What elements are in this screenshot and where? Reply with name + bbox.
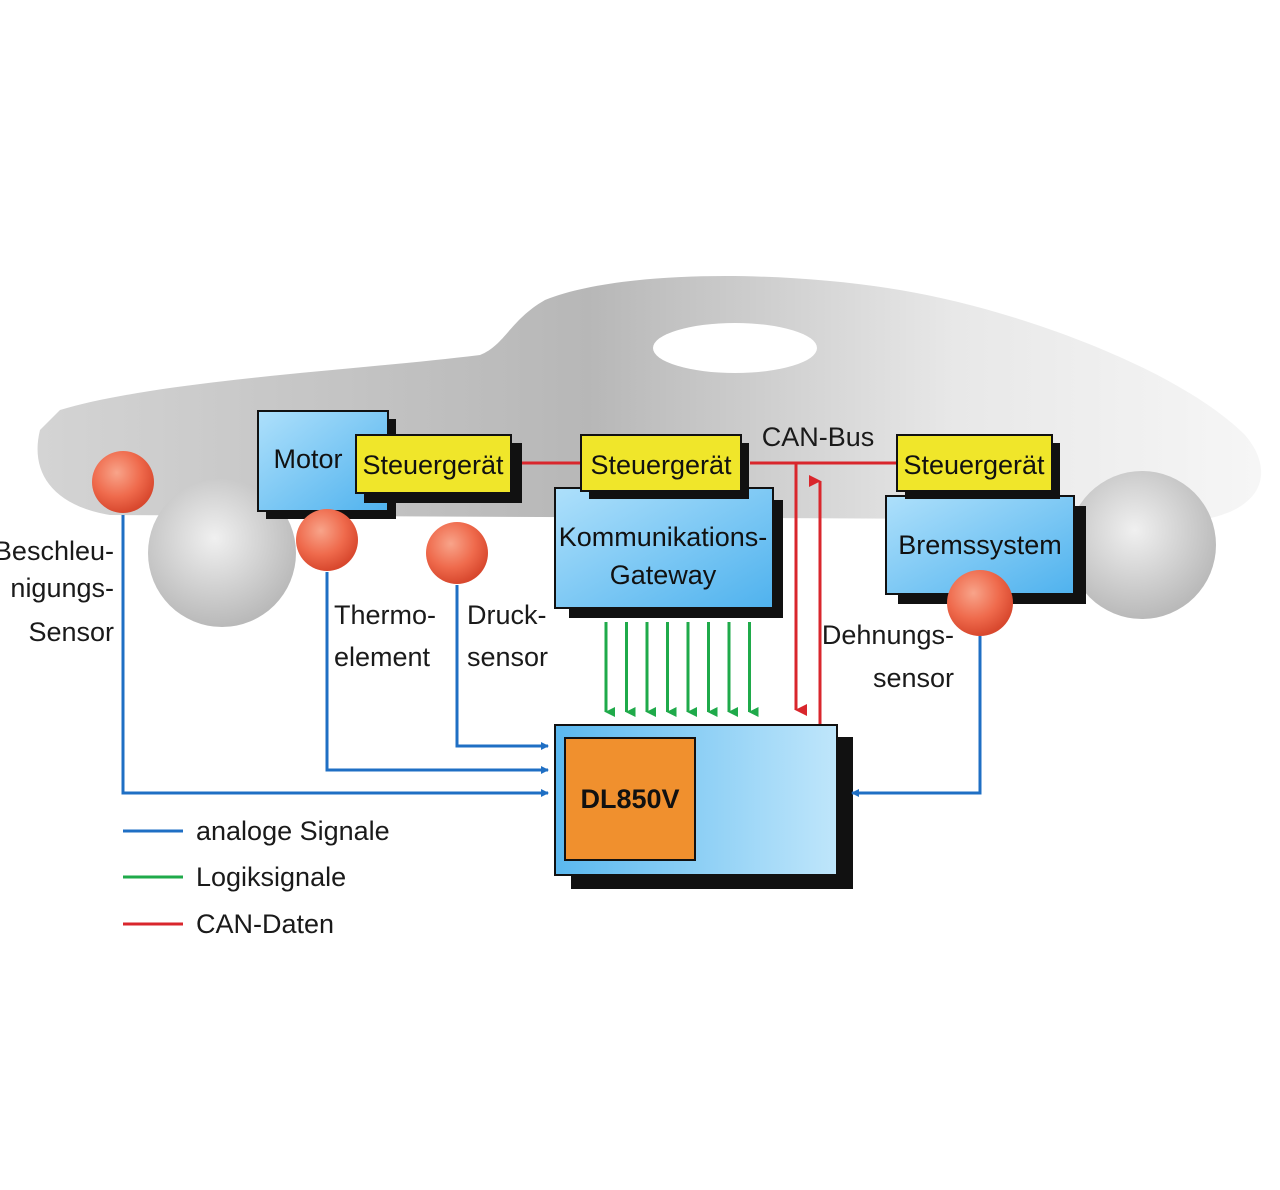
acceleration-sensor bbox=[92, 451, 154, 513]
gateway-label-1: Kommunikations- bbox=[559, 522, 768, 552]
legend-analog-label: analoge Signale bbox=[196, 816, 390, 846]
ecu-left: Steuergerät bbox=[355, 434, 522, 503]
legend-logic-label: Logiksignale bbox=[196, 862, 346, 892]
acceleration-sensor-label: Beschleu- nigungs- Sensor bbox=[0, 536, 114, 647]
svg-text:sensor: sensor bbox=[467, 642, 548, 672]
ecu-center: Steuergerät bbox=[580, 434, 749, 499]
dl850v-recorder: DL850V bbox=[554, 724, 853, 889]
analog-signal-lines bbox=[121, 515, 982, 797]
legend-can-label: CAN-Daten bbox=[196, 909, 334, 939]
strain-sensor bbox=[947, 570, 1013, 636]
brake-label: Bremssystem bbox=[898, 530, 1062, 560]
ecu-left-label: Steuergerät bbox=[362, 450, 504, 480]
svg-text:Sensor: Sensor bbox=[28, 617, 114, 647]
ecu-right-label: Steuergerät bbox=[903, 450, 1045, 480]
dl850v-label: DL850V bbox=[580, 784, 679, 814]
pressure-sensor bbox=[426, 522, 488, 584]
svg-text:Beschleu-: Beschleu- bbox=[0, 536, 114, 566]
strain-sensor-label: Dehnungs- sensor bbox=[822, 620, 954, 693]
ecu-right: Steuergerät bbox=[896, 434, 1060, 499]
gateway-label-2: Gateway bbox=[610, 560, 717, 590]
svg-text:Druck-: Druck- bbox=[467, 600, 547, 630]
thermocouple-label: Thermo- element bbox=[334, 600, 436, 672]
can-bus-label: CAN-Bus bbox=[762, 422, 875, 452]
car-window bbox=[653, 323, 817, 373]
can-bus-lines bbox=[522, 461, 898, 724]
front-wheel bbox=[148, 479, 296, 627]
motor-label: Motor bbox=[273, 444, 342, 474]
legend: analoge Signale Logiksignale CAN-Daten bbox=[123, 816, 390, 939]
gateway-box: Kommunikations- Gateway bbox=[554, 487, 783, 618]
rear-wheel bbox=[1068, 471, 1216, 619]
pressure-sensor-label: Druck- sensor bbox=[467, 600, 548, 672]
ecu-center-label: Steuergerät bbox=[590, 450, 732, 480]
svg-text:Thermo-: Thermo- bbox=[334, 600, 436, 630]
svg-text:sensor: sensor bbox=[873, 663, 954, 693]
svg-text:nigungs-: nigungs- bbox=[10, 573, 114, 603]
svg-text:Dehnungs-: Dehnungs- bbox=[822, 620, 954, 650]
thermocouple-sensor bbox=[296, 509, 358, 571]
logic-signal-arrows bbox=[604, 622, 759, 717]
svg-text:element: element bbox=[334, 642, 431, 672]
